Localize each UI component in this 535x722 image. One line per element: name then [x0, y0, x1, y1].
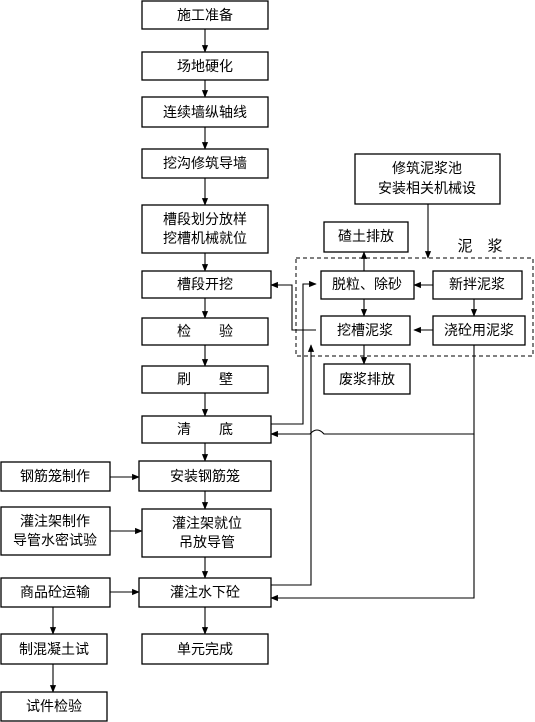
node-desand: 脱粒、除砂: [320, 270, 415, 300]
node-layout: 槽段划分放样 挖槽机械就位: [141, 204, 269, 254]
node-frame-place: 灌注架就位 吊放导管: [141, 508, 272, 558]
svg-text:场地硬化: 场地硬化: [177, 59, 233, 75]
svg-text:钢筋笼制作: 钢筋笼制作: [20, 468, 90, 485]
left-edges: [49, 473, 143, 693]
svg-text:新拌泥浆: 新拌泥浆: [449, 277, 505, 293]
node-cage-install: 安装钢筋笼: [138, 460, 272, 492]
node-pour-slurry: 浇砼用泥浆: [432, 315, 526, 346]
svg-text:脱粒、除砂: 脱粒、除砂: [332, 277, 402, 293]
svg-text:碴土排放: 碴土排放: [338, 229, 394, 245]
svg-text:吊放导管: 吊放导管: [179, 535, 235, 551]
node-prep: 施工准备: [141, 0, 269, 30]
node-excavate: 槽段开挖: [141, 270, 272, 299]
svg-text:连续墙纵轴线: 连续墙纵轴线: [163, 104, 247, 121]
node-waste: 废浆排放: [323, 363, 411, 395]
node-pour: 灌注水下砼: [138, 577, 272, 608]
svg-text:浇砼用泥浆: 浇砼用泥浆: [444, 323, 514, 339]
svg-text:刷 壁: 刷 壁: [177, 372, 233, 388]
svg-text:导管水密试验: 导管水密试验: [13, 532, 97, 549]
svg-text:挖沟修筑导墙: 挖沟修筑导墙: [163, 156, 247, 172]
svg-text:灌注架制作: 灌注架制作: [20, 514, 90, 530]
node-cage-make: 钢筋笼制作: [0, 461, 111, 492]
svg-text:单元完成: 单元完成: [177, 642, 233, 658]
node-clean: 清 底: [141, 415, 272, 444]
svg-text:安装相关机械设: 安装相关机械设: [378, 181, 476, 197]
node-trench-slurry: 挖槽泥浆: [320, 315, 411, 346]
node-new-slurry: 新拌泥浆: [432, 270, 523, 300]
node-inspect: 检 验: [141, 317, 269, 346]
svg-text:挖槽机械就位: 挖槽机械就位: [163, 231, 247, 247]
node-harden: 场地硬化: [141, 51, 269, 81]
node-brush: 刷 壁: [141, 365, 269, 394]
svg-text:商品砼运输: 商品砼运输: [20, 585, 90, 601]
svg-text:施工准备: 施工准备: [177, 7, 233, 24]
svg-text:清 底: 清 底: [177, 422, 233, 438]
svg-text:废浆排放: 废浆排放: [339, 372, 395, 388]
svg-text:安装钢筋笼: 安装钢筋笼: [170, 468, 240, 485]
svg-text:制混凝土试: 制混凝土试: [19, 642, 89, 658]
node-slag: 碴土排放: [323, 221, 409, 253]
svg-text:槽段开挖: 槽段开挖: [177, 277, 233, 293]
svg-text:槽段划分放样: 槽段划分放样: [163, 212, 247, 228]
svg-text:挖槽泥浆: 挖槽泥浆: [337, 323, 393, 339]
svg-text:修筑泥浆池: 修筑泥浆池: [392, 161, 462, 177]
node-done: 单元完成: [141, 633, 269, 665]
node-specimen-make: 制混凝土试: [0, 633, 108, 665]
node-guidewall: 挖沟修筑导墙: [141, 148, 269, 179]
node-frame-make: 灌注架制作 导管水密试验: [0, 506, 111, 556]
node-concrete-transport: 商品砼运输: [0, 577, 111, 608]
node-slurry-pool: 修筑泥浆池 安装相关机械设: [354, 153, 501, 205]
svg-text:灌注水下砼: 灌注水下砼: [170, 585, 240, 601]
node-specimen-test: 试件检验: [0, 691, 108, 722]
svg-text:灌注架就位: 灌注架就位: [172, 516, 242, 532]
svg-text:试件检验: 试件检验: [26, 699, 82, 715]
slurry-edges: [270, 204, 478, 602]
svg-text:检 验: 检 验: [177, 324, 233, 340]
slurry-group-label: 泥 浆: [457, 237, 502, 255]
node-axis: 连续墙纵轴线: [141, 96, 269, 128]
